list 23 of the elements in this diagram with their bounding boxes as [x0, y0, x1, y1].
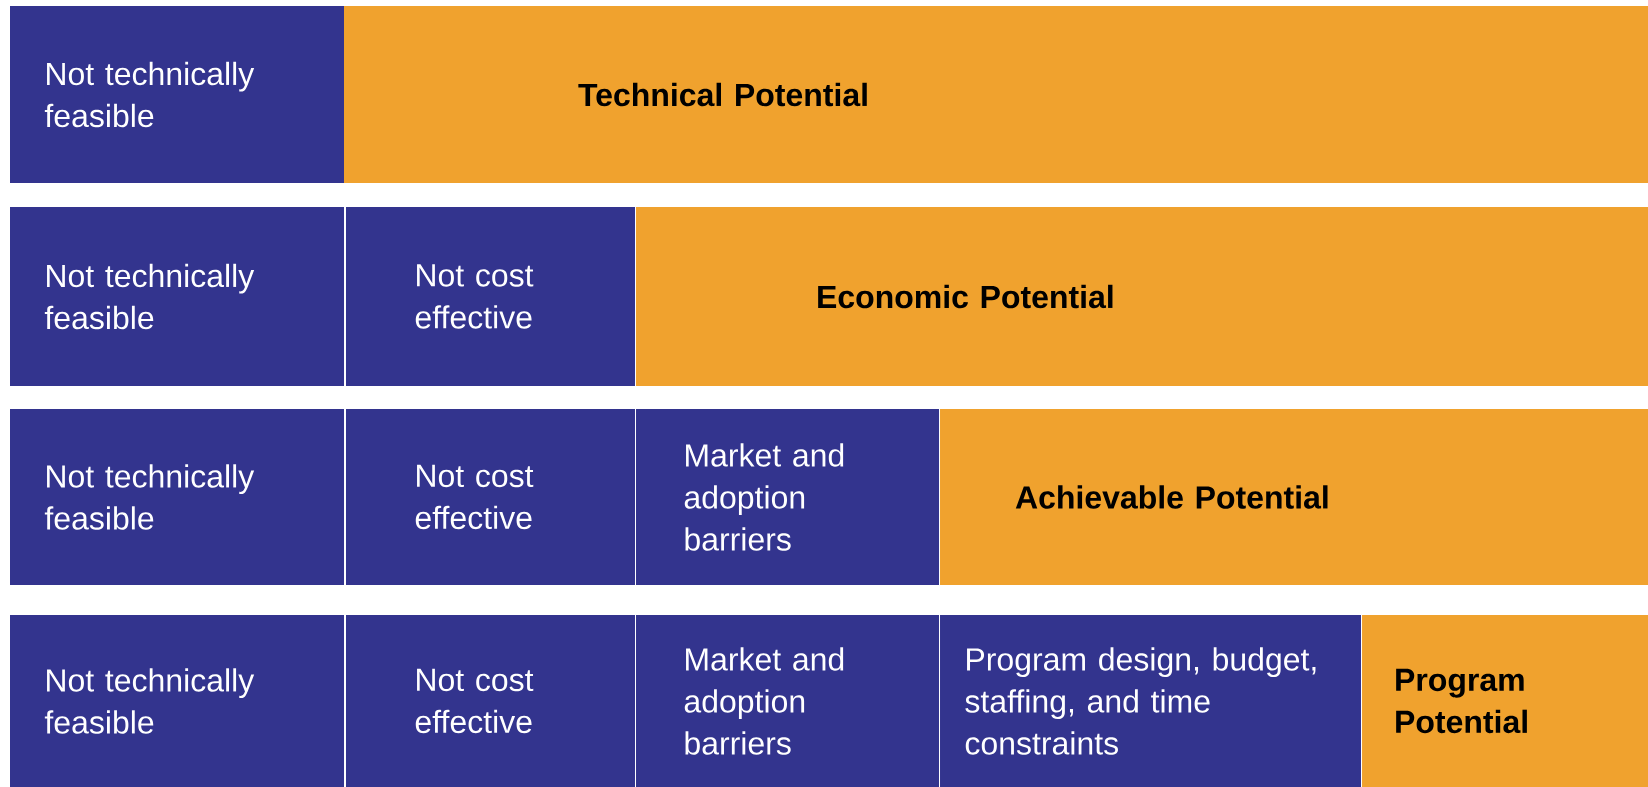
node-label: Not technically feasible	[44, 263, 255, 330]
limit-box: Not technically feasible	[10, 6, 344, 183]
potential-box: Achievable Potential	[940, 409, 1648, 585]
potential-box: Technical Potential	[344, 6, 1648, 183]
potential-box: Program Potential	[1362, 615, 1648, 787]
node-label: Market and adoption barriers	[684, 647, 844, 755]
node-label: Market and adoption barriers	[684, 443, 844, 551]
node-label: Not technically feasible	[44, 464, 255, 530]
limit-box: Program design, budget, staffing, and time constraints	[940, 615, 1361, 787]
limit-box: Not technically feasible	[10, 615, 344, 787]
limit-box: Market and adoption barriers	[636, 615, 939, 787]
node-label: Not cost effective	[415, 668, 534, 734]
node-label: Not technically feasible	[44, 668, 255, 734]
potential-box: Economic Potential	[636, 207, 1648, 386]
limit-box: Not cost effective	[346, 615, 635, 787]
limit-box: Not technically feasible	[10, 207, 344, 386]
limit-box: Not technically feasible	[10, 409, 344, 585]
node-label: Not cost effective	[415, 464, 534, 530]
limit-box: Not cost effective	[346, 207, 635, 386]
limit-box: Not cost effective	[346, 409, 635, 585]
node-label: Not cost effective	[415, 264, 534, 329]
limit-box: Market and adoption barriers	[636, 409, 939, 585]
node-label: Program design, budget, staffing, and time constraints	[965, 647, 1316, 755]
